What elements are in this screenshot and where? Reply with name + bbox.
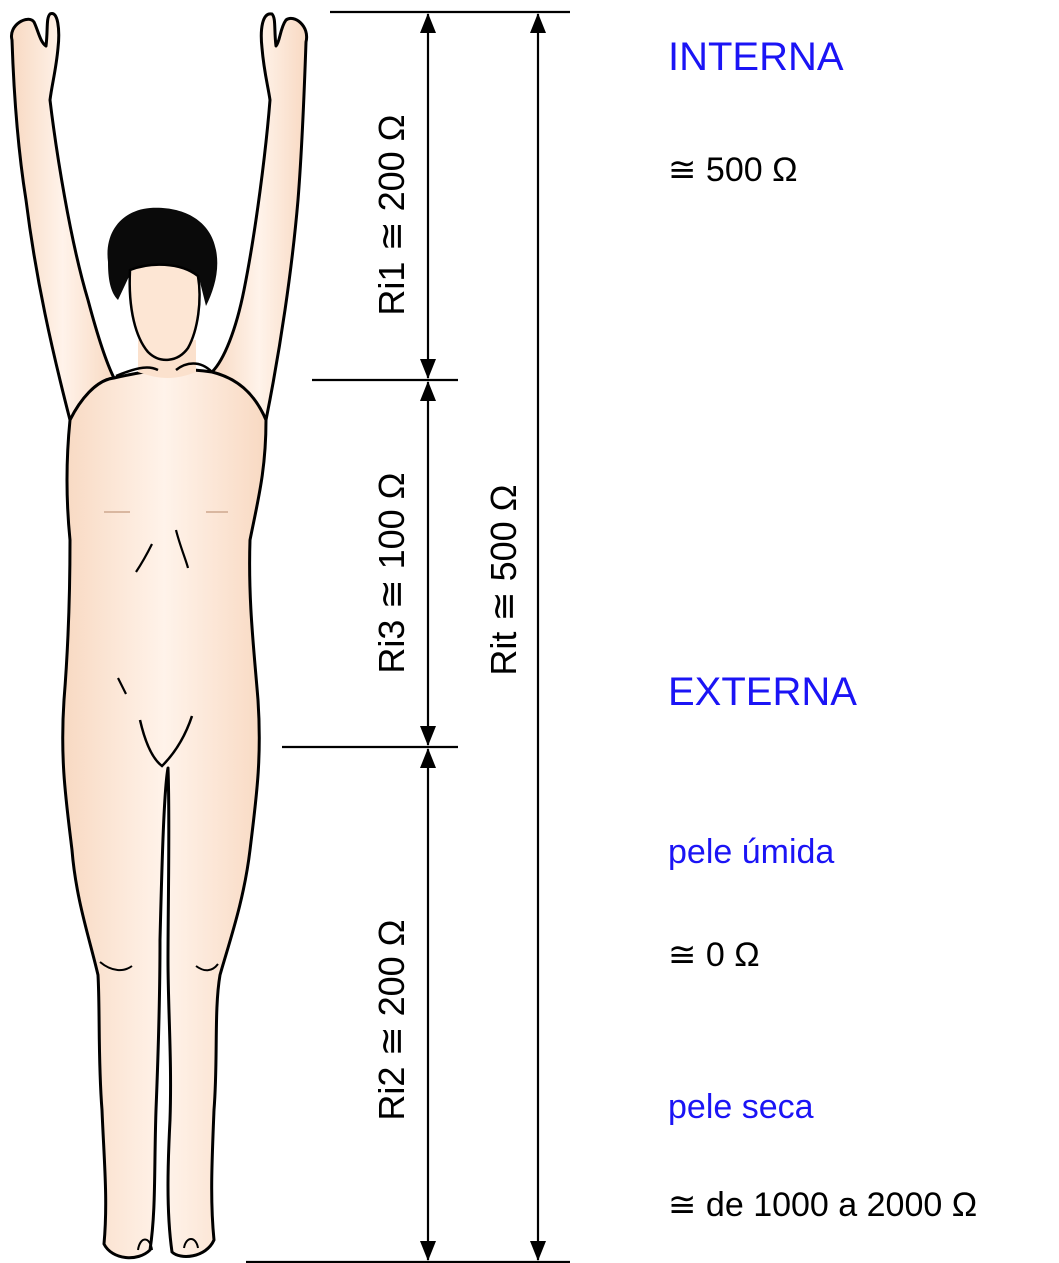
dry-skin-value: ≅ de 1000 a 2000 Ω xyxy=(668,1188,977,1222)
ri1-label: Ri1 ≅ 200 Ω xyxy=(371,114,412,315)
right-arm xyxy=(212,14,307,420)
human-figure xyxy=(11,13,306,1257)
ri3-label: Ri3 ≅ 100 Ω xyxy=(371,472,412,673)
ri2-label: Ri2 ≅ 200 Ω xyxy=(371,919,412,1120)
dry-skin-label: pele seca xyxy=(668,1090,814,1124)
torso-and-legs xyxy=(63,370,266,1258)
externa-heading: EXTERNA xyxy=(668,672,857,712)
wet-skin-value: ≅ 0 Ω xyxy=(668,938,760,972)
wet-skin-label: pele úmida xyxy=(668,835,834,869)
rit-label: Rit ≅ 500 Ω xyxy=(483,484,524,675)
left-arm xyxy=(11,13,114,420)
interna-value: ≅ 500 Ω xyxy=(668,153,798,187)
interna-heading: INTERNA xyxy=(668,37,844,77)
